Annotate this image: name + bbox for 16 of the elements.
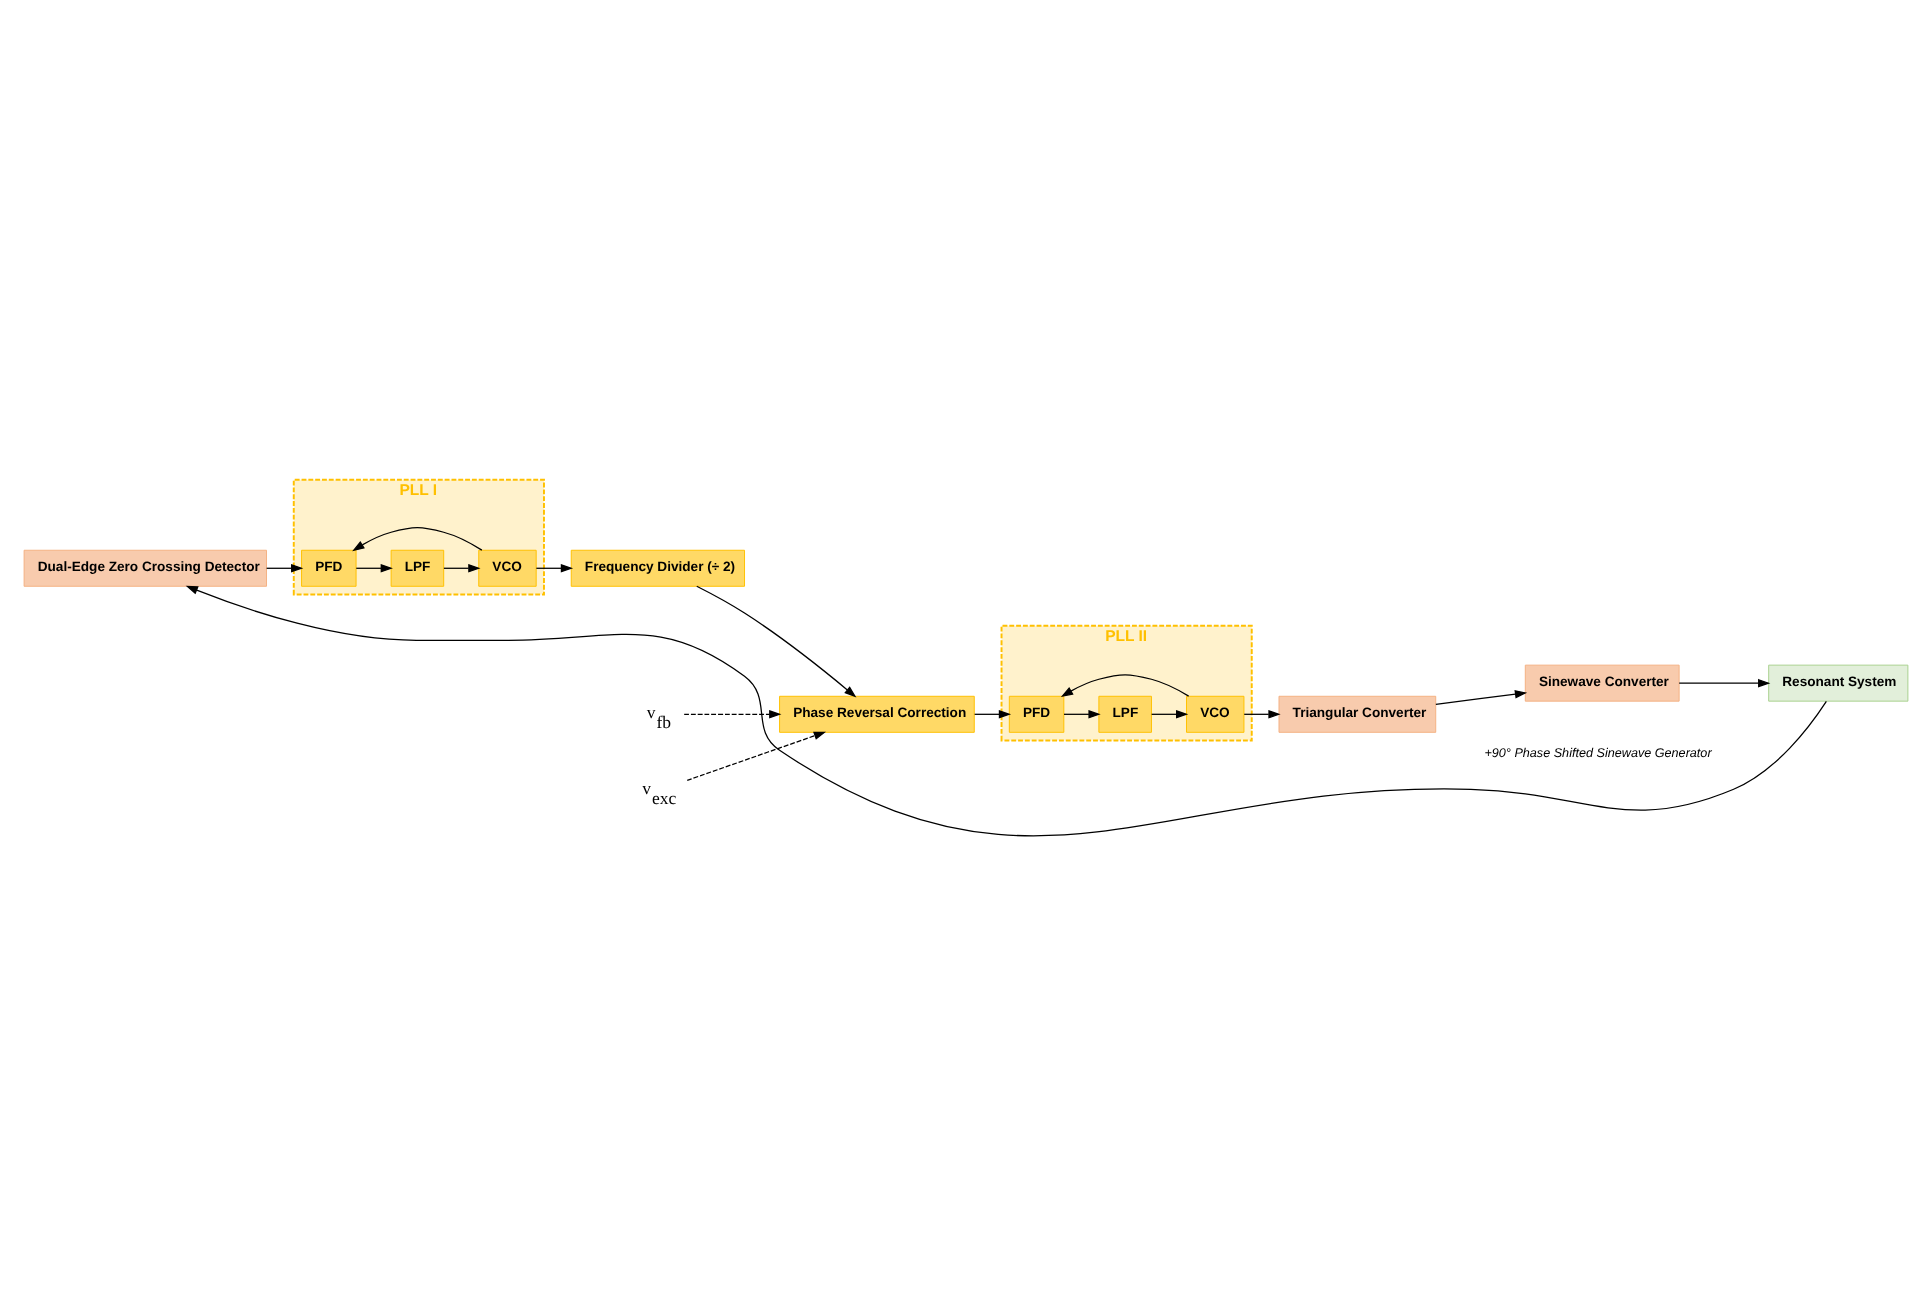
arrow xyxy=(266,562,304,572)
arrow xyxy=(1060,673,1190,697)
arrow xyxy=(355,562,393,572)
arrow xyxy=(1243,709,1281,718)
arrow xyxy=(696,584,857,697)
arrow xyxy=(1151,709,1189,718)
arrow xyxy=(352,526,483,551)
arrow xyxy=(683,709,782,718)
arrow xyxy=(185,584,1827,836)
arrow xyxy=(1435,688,1528,704)
arrow xyxy=(974,709,1012,718)
arrow xyxy=(686,730,827,780)
arrow xyxy=(1678,677,1771,687)
arrow xyxy=(443,562,481,572)
arrow xyxy=(1063,709,1101,718)
arrow xyxy=(535,562,574,572)
